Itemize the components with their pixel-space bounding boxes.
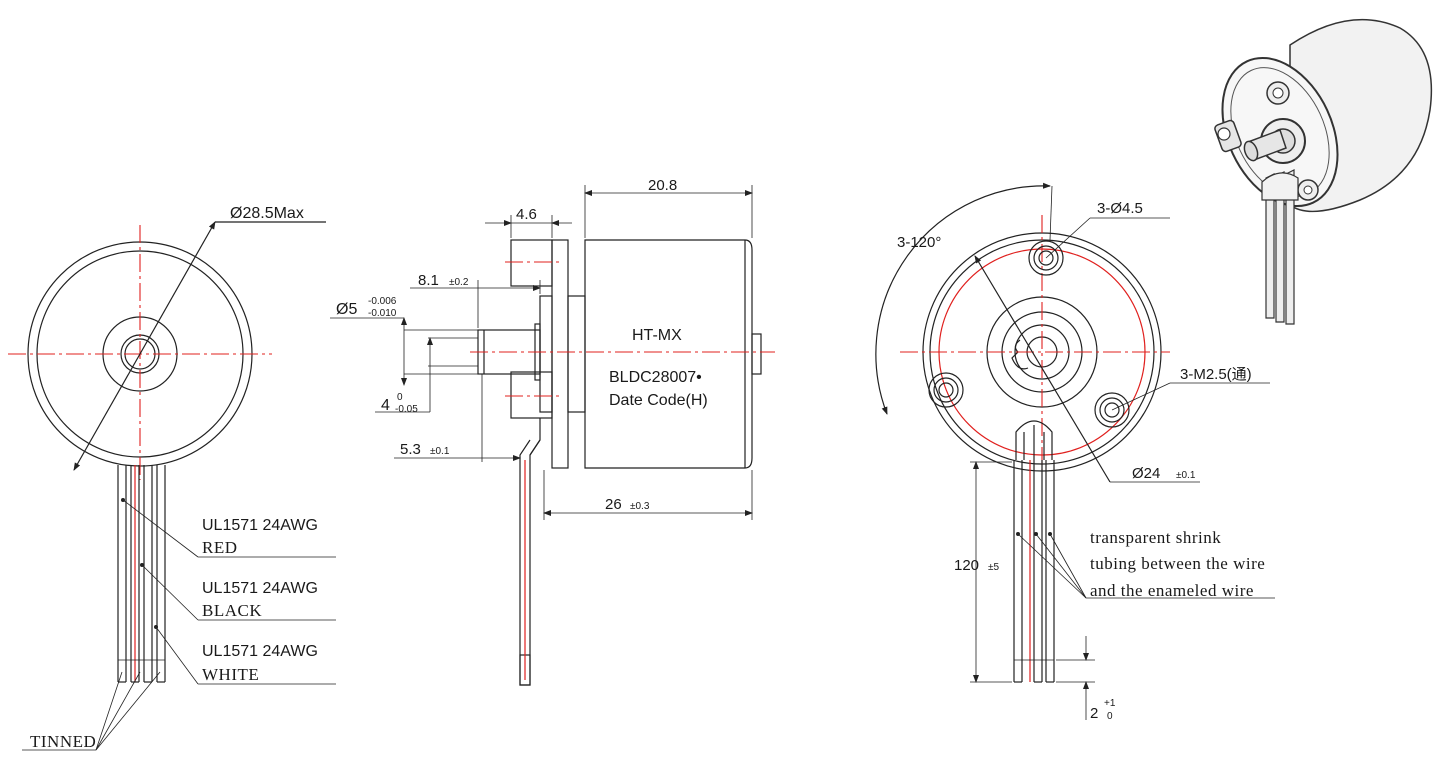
pcd-tol: ±0.1	[1176, 470, 1196, 481]
isometric-motor-illustration	[1214, 18, 1433, 325]
dim-shaft-tol-lower: -0.010	[368, 308, 397, 319]
strip-tol-upper: +1	[1104, 698, 1116, 709]
note-line2: tubing between the wire	[1090, 554, 1265, 573]
dim-8-1-tol: ±0.2	[449, 277, 469, 288]
body-model: HT-MX	[632, 327, 682, 344]
note-line1: transparent shrink	[1090, 528, 1221, 547]
thread-label: 3-M2.5(通)	[1180, 366, 1252, 383]
angle-label: 3-120°	[897, 234, 941, 251]
wire2-spec: UL1571 24AWG	[202, 580, 318, 597]
tinned-label: TINNED	[30, 732, 96, 751]
dim-20-8: 20.8	[648, 177, 677, 194]
wire1-color: RED	[202, 538, 238, 557]
dim-8-1: 8.1	[418, 272, 439, 289]
rear-wires	[1013, 460, 1055, 683]
front-wires	[117, 465, 166, 683]
dim-shaft-tol-upper: -0.006	[368, 296, 397, 307]
dim-26-tol: ±0.3	[630, 501, 650, 512]
wire2-color: BLACK	[202, 601, 262, 620]
body-date-code: Date Code(H)	[609, 392, 708, 409]
strip-length: 2	[1090, 705, 1098, 722]
wire3-spec: UL1571 24AWG	[202, 643, 318, 660]
dim-26: 26	[605, 496, 622, 513]
front-diameter-label: Ø28.5Max	[230, 205, 304, 222]
rear-view: 3-120° Ø24 ±0.1 3-Ø4.5 3-M2.5(通)	[875, 182, 1275, 722]
dim-5-3: 5.3	[400, 441, 421, 458]
len-120: 120	[954, 557, 979, 574]
wire3-color: WHITE	[202, 665, 259, 684]
holes-label: 3-Ø4.5	[1097, 200, 1143, 217]
dim-shaft-dia: Ø5	[336, 301, 357, 318]
front-view: Ø28.5Max UL1571 24AWG RED UL1571 24AW	[8, 205, 336, 751]
body-part-number: BLDC28007•	[609, 369, 702, 386]
side-view: 20.8 4.6 8.1 ±0.2 Ø5 -0.006 -0.010 4 0 -…	[330, 177, 775, 686]
strip-tol-lower: 0	[1107, 711, 1113, 722]
dim-5-3-tol: ±0.1	[430, 446, 450, 457]
len-120-tol: ±5	[988, 562, 999, 573]
pcd-label: Ø24	[1132, 465, 1160, 482]
wire1-spec: UL1571 24AWG	[202, 517, 318, 534]
dim-4-tol-lower: -0.05	[395, 404, 418, 415]
dim-4-tol-upper: 0	[397, 392, 403, 403]
mount-hole-right	[1094, 392, 1130, 428]
dim-4: 4	[381, 397, 390, 414]
dim-4-6: 4.6	[516, 206, 537, 223]
note-line3: and the enameled wire	[1090, 581, 1254, 600]
